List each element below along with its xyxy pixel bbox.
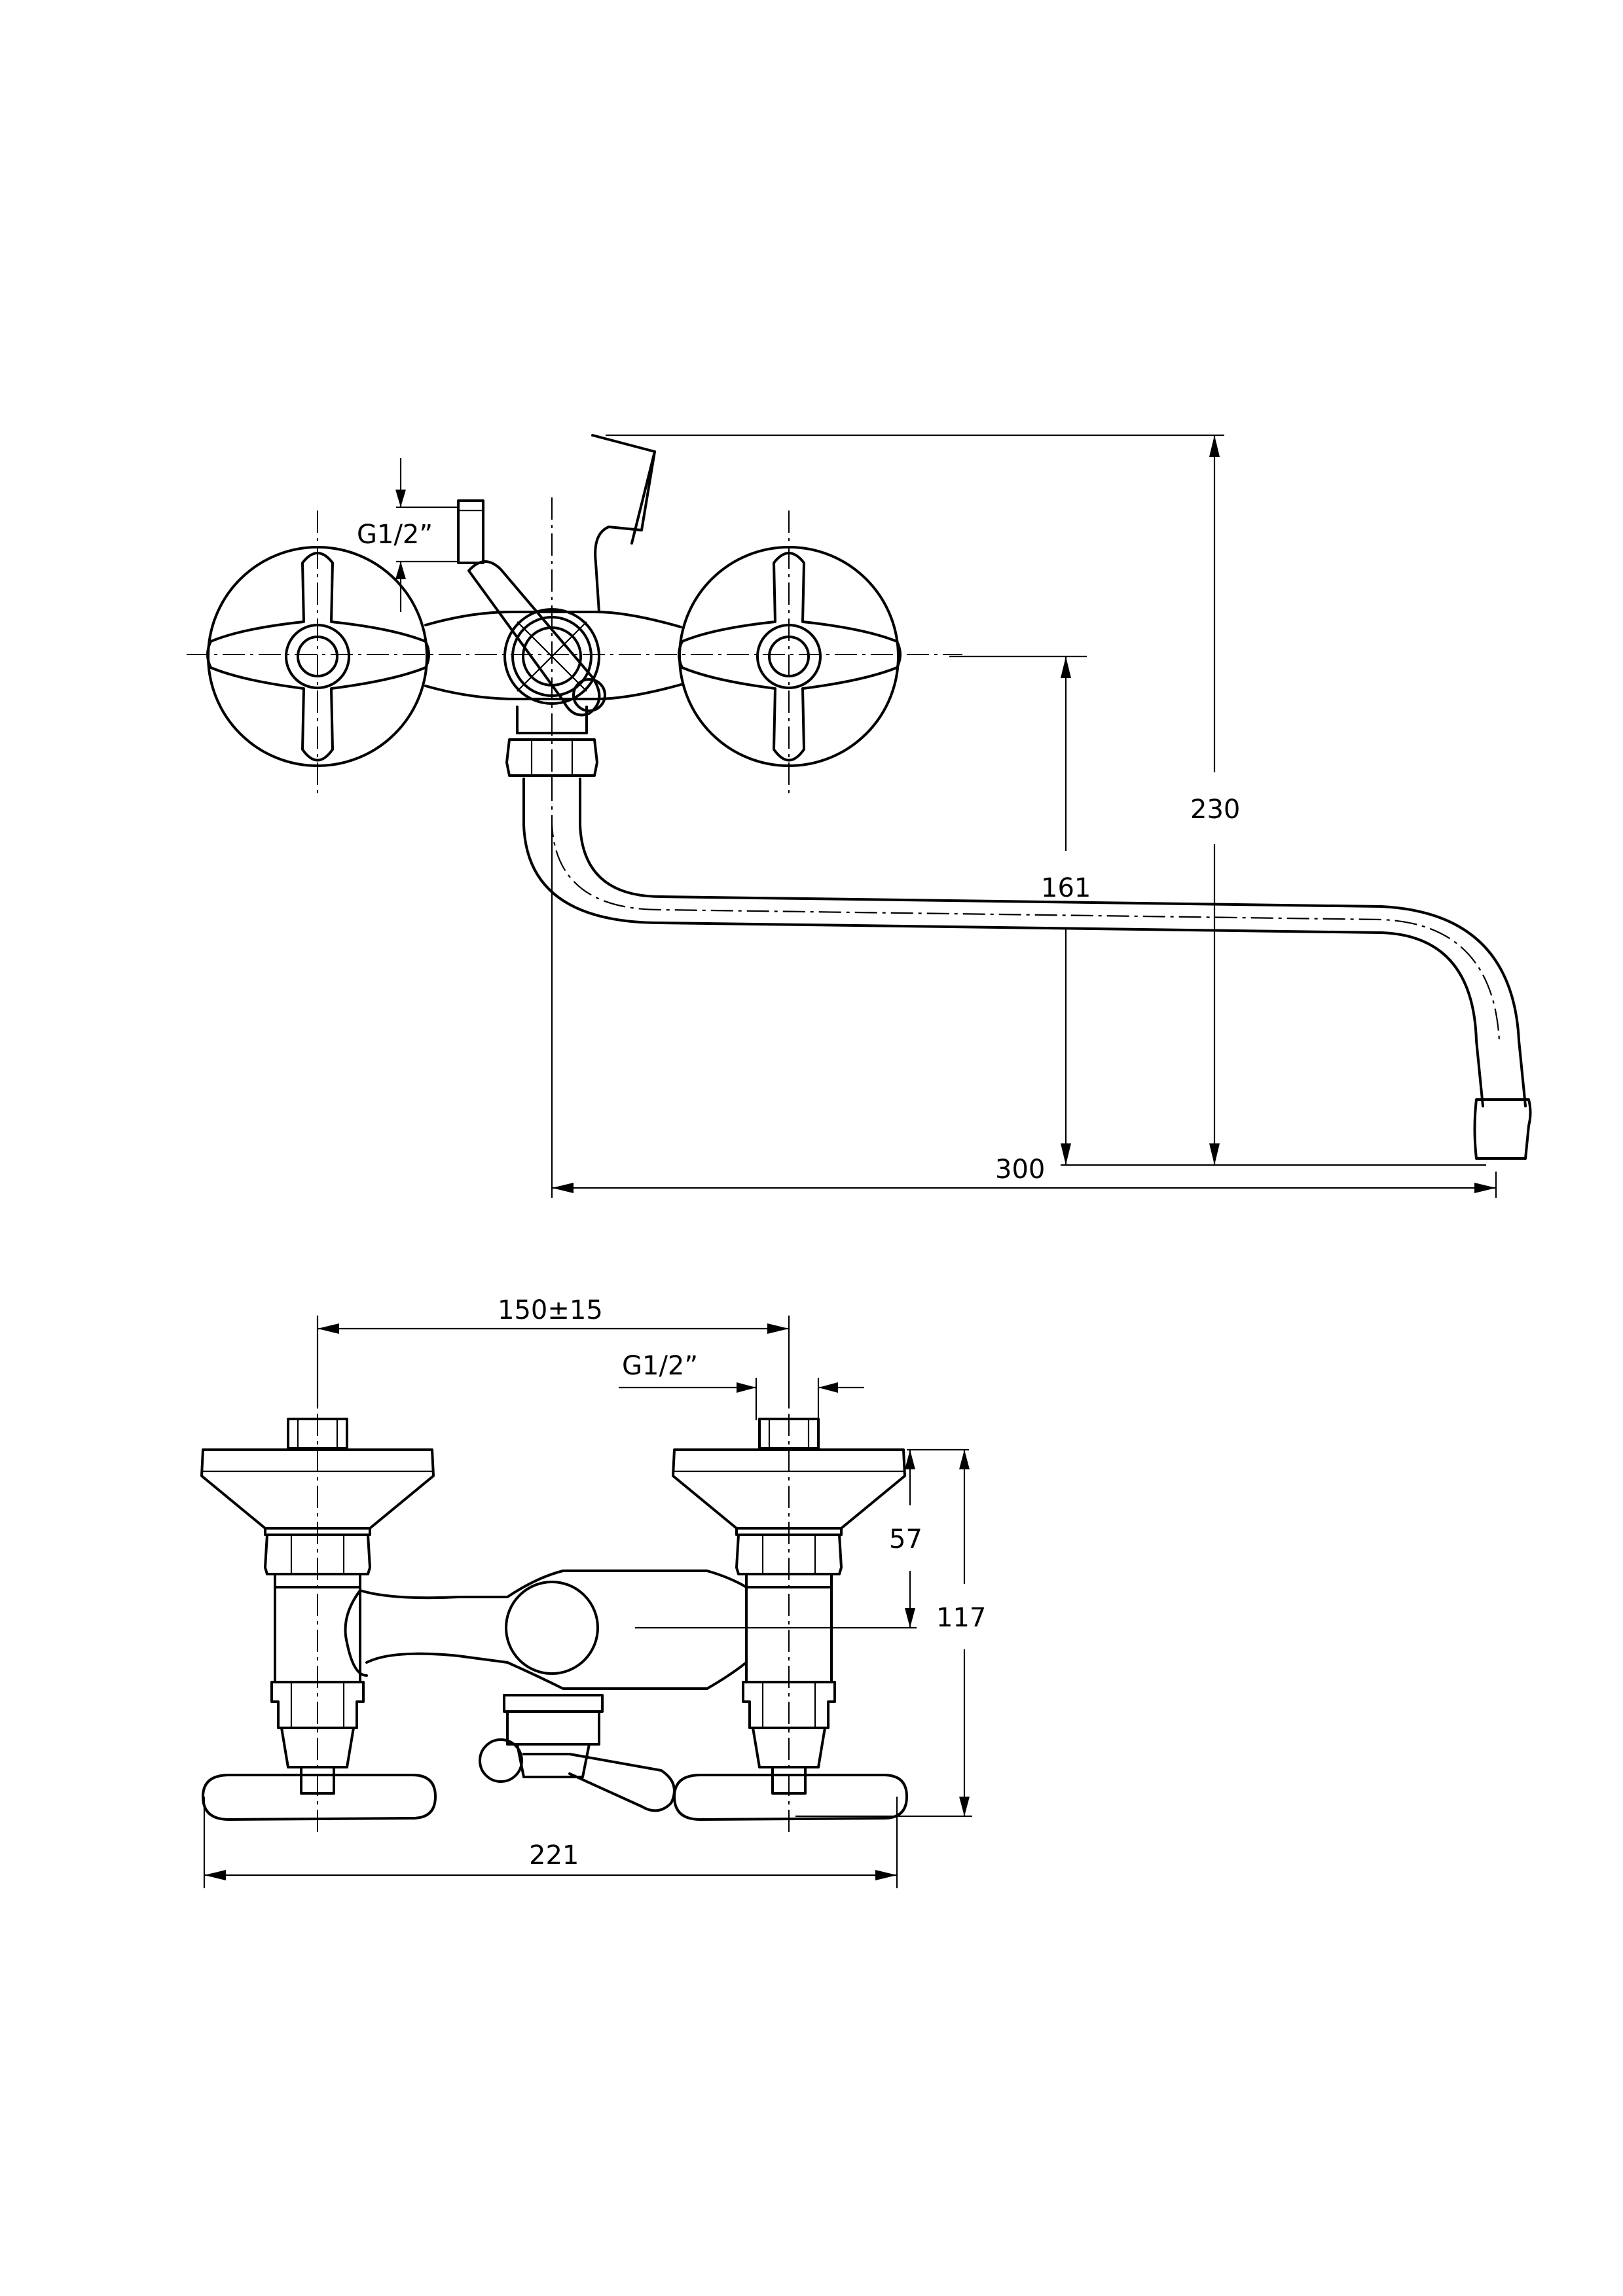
height-dimension-230: 230 <box>606 434 1486 1166</box>
dim-label-117: 117 <box>936 1603 986 1633</box>
reach-dimension-300: 300 <box>551 825 1497 1198</box>
right-handle-top <box>678 546 902 767</box>
thread-label-top: G1/2” <box>357 520 433 550</box>
height-dimension-117: 117 <box>795 1450 986 1818</box>
thread-label-front: G1/2” <box>622 1351 698 1381</box>
spout-top <box>522 778 1532 1160</box>
thread-dimension-top: G1/2” <box>357 458 458 612</box>
dim-label-57: 57 <box>889 1524 922 1554</box>
height-dimension-57: 57 <box>635 1448 969 1629</box>
top-view: G1/2” 230 161 300 <box>187 434 1532 1198</box>
height-dimension-161: 161 <box>949 655 1091 1165</box>
mixer-body-front <box>344 1570 748 1812</box>
mixer-body-top <box>424 434 682 717</box>
dim-label-300: 300 <box>995 1155 1045 1185</box>
dim-label-161: 161 <box>1041 873 1091 903</box>
front-view: 150±15 G1/2” 57 <box>200 1295 986 1888</box>
inlet-spacing-dimension: 150±15 <box>316 1295 790 1407</box>
right-valve-front <box>672 1418 908 1821</box>
dim-label-150: 150±15 <box>498 1295 603 1325</box>
thread-dimension-front: G1/2” <box>619 1351 864 1420</box>
spout-nut-top <box>505 706 598 777</box>
left-handle-top <box>206 546 430 767</box>
dim-label-230: 230 <box>1190 795 1240 825</box>
dim-label-221: 221 <box>529 1840 579 1871</box>
left-valve-front <box>200 1418 437 1821</box>
width-dimension-221: 221 <box>203 1797 898 1888</box>
